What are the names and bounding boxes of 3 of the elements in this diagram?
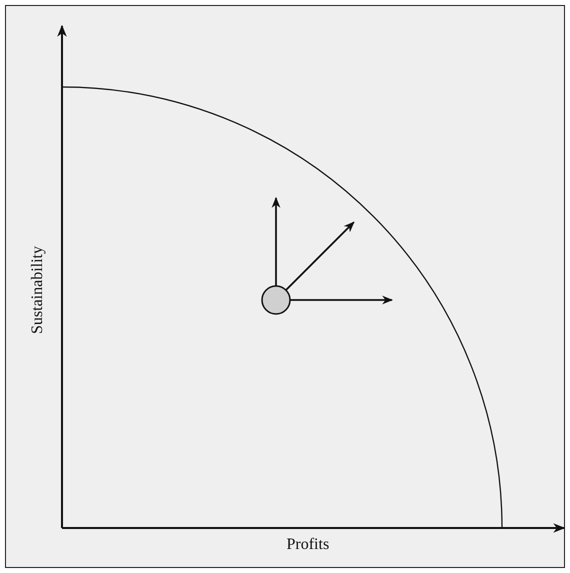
axis-label: Sustainability bbox=[29, 246, 47, 334]
position-circle bbox=[261, 285, 291, 315]
axis-label: Profits bbox=[286, 536, 330, 554]
